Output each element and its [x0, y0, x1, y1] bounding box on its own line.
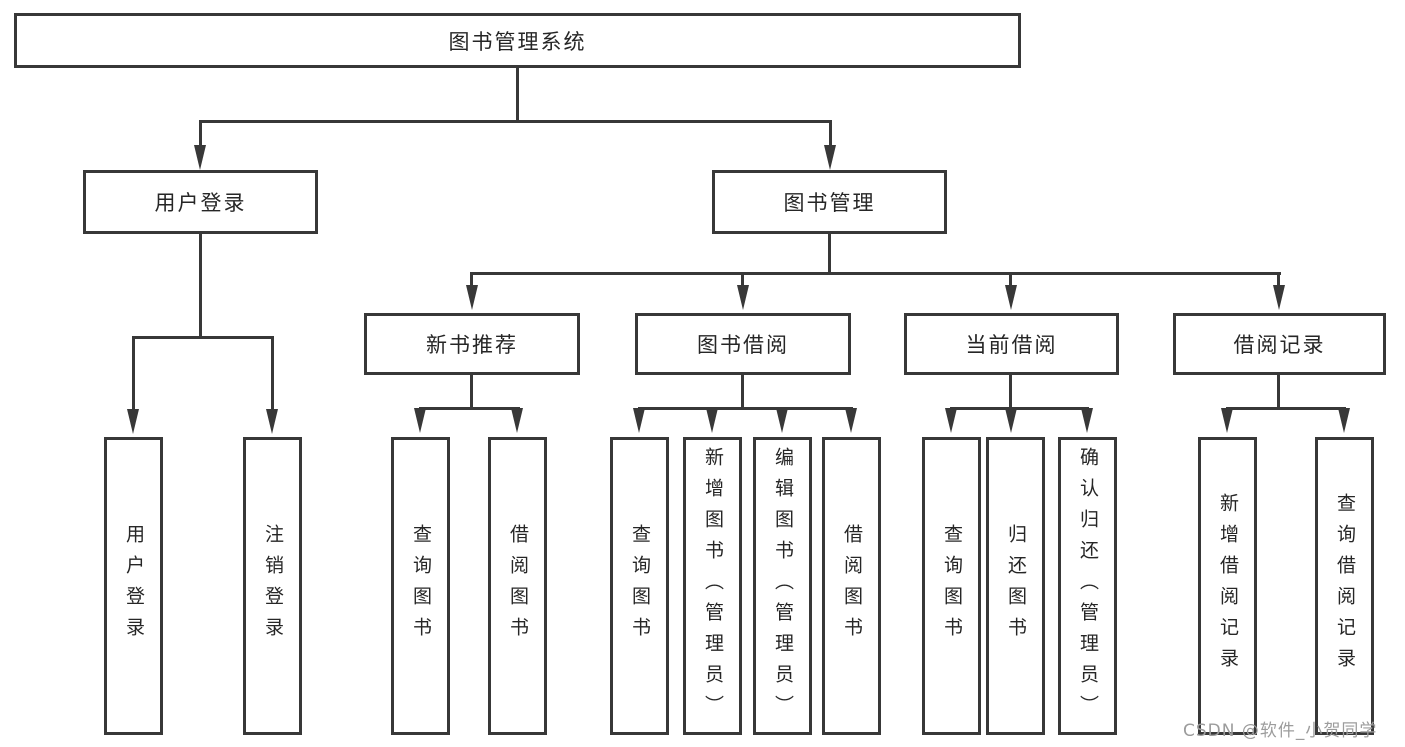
connector-g4-bar [950, 407, 1089, 410]
connector-user-login-drop [199, 120, 202, 148]
arrow-down-g4-query [945, 408, 957, 433]
arrow-down-g5-query [1338, 408, 1350, 433]
connector-book-mgmt-stub [828, 234, 831, 272]
arrow-down-g4-return [1005, 408, 1017, 433]
leaf-current-return-books: 归还图书 [986, 437, 1045, 735]
arrow-down-leaf-logout [266, 409, 278, 434]
node-user-login: 用户登录 [83, 170, 318, 234]
connector-level2-bar [199, 120, 832, 123]
connector-level3-bar [470, 272, 1281, 275]
node-root-system: 图书管理系统 [14, 13, 1021, 68]
connector-g5-bar [1226, 407, 1346, 410]
arrow-down-user-login [194, 145, 206, 170]
connector-user-login-stub [199, 234, 202, 336]
leaf-current-query-books: 查询图书 [922, 437, 981, 735]
connector-g5-stub [1277, 375, 1280, 407]
node-borrowing-records-label: 借阅记录 [1233, 333, 1326, 357]
node-new-book-recommend-label: 新书推荐 [426, 333, 518, 357]
watermark: CSDN @软件_小贺同学 [1183, 721, 1378, 741]
leaf-borrowing-edit-books-admin: 编辑图书（管理员） [753, 437, 812, 735]
connector-g3-stub [741, 375, 744, 407]
arrow-down-g3-edit [776, 408, 788, 433]
node-current-borrowing-label: 当前借阅 [965, 333, 1058, 357]
leaf-recommend-query-books: 查询图书 [391, 437, 450, 735]
connector-root-stub [516, 68, 519, 120]
leaf-current-confirm-return-admin: 确认归还（管理员） [1058, 437, 1117, 735]
connector-user-login-bar [132, 336, 274, 339]
arrow-down-g2-borrow [511, 408, 523, 433]
connector-leaf-login-drop [132, 336, 135, 412]
arrow-down-current [1005, 285, 1017, 310]
arrow-down-leaf-login [127, 409, 139, 434]
node-user-login-label: 用户登录 [154, 191, 247, 215]
leaf-logout: 注销登录 [243, 437, 302, 735]
connector-g2-stub [470, 375, 473, 407]
arrow-down-g5-add [1221, 408, 1233, 433]
arrow-down-g4-confirm [1081, 408, 1093, 433]
arrow-down-records [1273, 285, 1285, 310]
node-book-management-label: 图书管理 [783, 191, 876, 215]
arrow-down-g3-query [633, 408, 645, 433]
leaf-records-query-record: 查询借阅记录 [1315, 437, 1374, 735]
arrow-down-borrowing [737, 285, 749, 310]
node-book-borrowing-label: 图书借阅 [697, 333, 789, 357]
connector-g4-stub [1009, 375, 1012, 407]
connector-new-book-drop [470, 272, 473, 288]
connector-g2-bar [419, 407, 520, 410]
arrow-down-new-book [466, 285, 478, 310]
connector-borrowing-drop [741, 272, 744, 288]
connector-g3-bar [638, 407, 853, 410]
leaf-recommend-borrow-books: 借阅图书 [488, 437, 547, 735]
node-book-management: 图书管理 [712, 170, 947, 234]
node-book-borrowing: 图书借阅 [635, 313, 851, 375]
leaf-borrowing-borrow-books: 借阅图书 [822, 437, 881, 735]
arrow-down-g2-query [414, 408, 426, 433]
connector-records-drop [1277, 272, 1280, 288]
leaf-user-login: 用户登录 [104, 437, 163, 735]
arrow-down-g3-borrow [845, 408, 857, 433]
leaf-borrowing-add-books-admin: 新增图书（管理员） [683, 437, 742, 735]
node-current-borrowing: 当前借阅 [904, 313, 1119, 375]
leaf-records-add-record: 新增借阅记录 [1198, 437, 1257, 735]
connector-leaf-logout-drop [271, 336, 274, 412]
node-borrowing-records: 借阅记录 [1173, 313, 1386, 375]
node-root-system-label: 图书管理系统 [448, 29, 587, 54]
connector-current-drop [1009, 272, 1012, 288]
leaf-borrowing-query-books: 查询图书 [610, 437, 669, 735]
arrow-down-book-mgmt [824, 145, 836, 170]
arrow-down-g3-add [706, 408, 718, 433]
connector-book-mgmt-drop [829, 120, 832, 148]
node-new-book-recommend: 新书推荐 [364, 313, 580, 375]
